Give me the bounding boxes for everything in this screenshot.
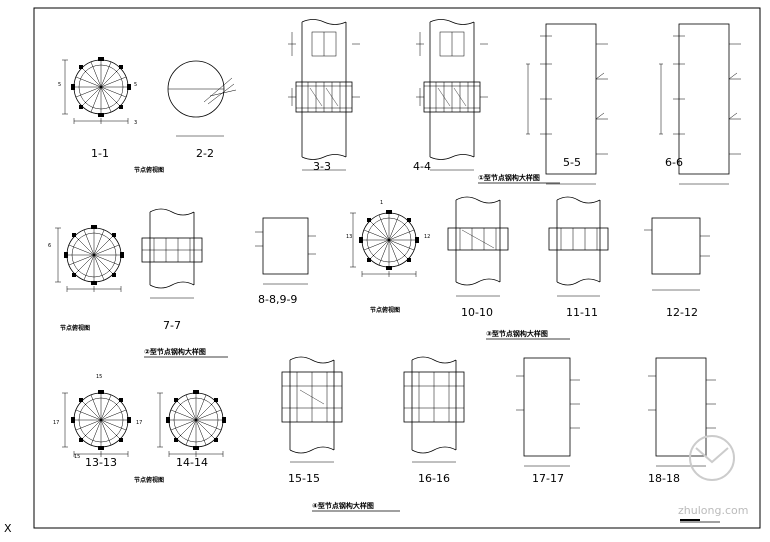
section-label-11-11: 11-11	[566, 306, 598, 319]
section-label-18-18: 18-18	[648, 472, 680, 485]
section-label-4-4: 4-4	[413, 160, 431, 173]
view-11-11: 11-11	[548, 196, 609, 319]
view-12-12: 12-12	[644, 217, 710, 319]
corner-mark: X	[4, 522, 12, 535]
view-17-17: 17-17	[516, 357, 580, 485]
view-14-14: 14-14	[156, 389, 227, 469]
section-label-13-13: 13-13	[85, 456, 117, 469]
section-label-7-7: 7-7	[163, 319, 181, 332]
caption-top-view-1: 节点俯视图	[134, 166, 164, 174]
section-label-5-5: 5-5	[563, 156, 581, 169]
view-5-5: 5-5	[525, 23, 609, 185]
detail-title-1: ①型节点钢构大样图	[478, 173, 560, 184]
view-10-10: 10-10	[447, 196, 509, 319]
title-node-1: ①型节点钢构大样图	[478, 173, 540, 182]
label-n5-right: 5	[134, 82, 137, 88]
label-n15-bottom: 15	[74, 454, 80, 460]
view-8-9: 8-8,9-9	[255, 217, 316, 306]
watermark-logo: zhulong.com	[678, 435, 748, 517]
label-n12: 12	[424, 234, 430, 240]
view-16-16: 16-16	[403, 356, 465, 485]
section-label-8-9: 8-8,9-9	[258, 293, 297, 306]
section-label-14-14: 14-14	[176, 456, 208, 469]
view-13-13: 15 17 17 15 13-13	[53, 374, 142, 469]
detail-title-4: ④型节点钢构大样图	[312, 501, 400, 512]
label-n17-right: 17	[136, 420, 142, 426]
label-n3: 3	[134, 120, 137, 126]
view-6-6: 6-6	[658, 23, 742, 185]
section-label-15-15: 15-15	[288, 472, 320, 485]
view-4-4: 4-4	[413, 19, 489, 173]
label-n5-left: 5	[58, 82, 61, 88]
title-node-2: ②型节点钢构大样图	[144, 347, 206, 356]
drawing-border	[33, 7, 761, 529]
section-label-16-16: 16-16	[418, 472, 450, 485]
view-node-2-plan: 6	[48, 224, 125, 293]
view-3-3: 3-3	[287, 19, 361, 173]
title-block-scale	[680, 519, 720, 523]
view-15-15: 15-15	[281, 356, 343, 485]
label-n15-top: 15	[96, 374, 102, 380]
title-node-3: ③型节点钢构大样图	[486, 329, 548, 338]
caption-top-view-3: 节点俯视图	[370, 306, 400, 314]
section-label-12-12: 12-12	[666, 306, 698, 319]
detail-title-2: ②型节点钢构大样图	[144, 347, 228, 358]
section-label-2-2: 2-2	[196, 147, 214, 160]
label-n6: 6	[48, 243, 51, 249]
section-label-6-6: 6-6	[665, 156, 683, 169]
caption-top-view-4: 节点俯视图	[134, 476, 164, 484]
detail-title-3: ③型节点钢构大样图	[486, 329, 570, 340]
watermark-text: zhulong.com	[678, 504, 748, 517]
section-label-10-10: 10-10	[461, 306, 493, 319]
section-label-1-1: 1-1	[91, 147, 109, 160]
label-n17-left: 17	[53, 420, 59, 426]
section-label-17-17: 17-17	[532, 472, 564, 485]
view-18-18: 18-18	[648, 357, 716, 485]
view-node-3-plan: 13 12 1	[346, 200, 430, 278]
label-n13-mid: 13	[346, 234, 352, 240]
caption-top-view-2: 节点俯视图	[60, 324, 90, 332]
label-n1: 1	[380, 200, 383, 206]
section-label-3-3: 3-3	[313, 160, 331, 173]
view-7-7: 7-7	[141, 208, 203, 332]
view-1-1: 5 5 3 1-1	[58, 56, 137, 160]
view-2-2: 2-2	[167, 60, 237, 160]
title-node-4: ④型节点钢构大样图	[312, 501, 374, 510]
